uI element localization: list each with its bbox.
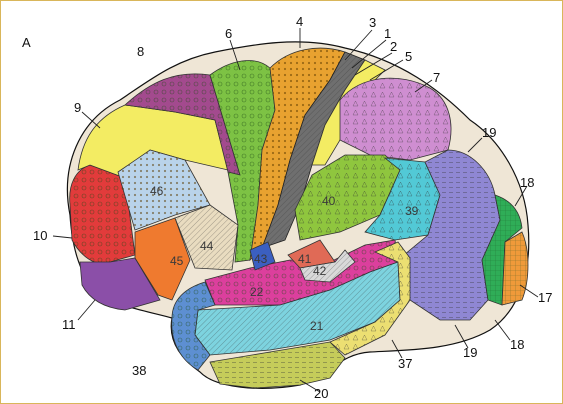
label-area-19-bottom: 19 [463,345,477,360]
label-area-45: 45 [170,254,184,268]
label-area-6: 6 [225,26,232,41]
label-area-9: 9 [74,100,81,115]
label-area-41: 41 [298,252,312,266]
label-area-46: 46 [150,184,164,198]
label-area-44: 44 [200,239,214,253]
label-area-37: 37 [398,356,412,371]
label-area-3: 3 [369,15,376,30]
label-area-38: 38 [132,363,146,378]
label-area-21: 21 [310,319,324,333]
label-area-17: 17 [538,290,552,305]
label-area-22: 22 [250,285,264,299]
label-area-43: 43 [254,252,268,266]
label-area-18-top: 18 [520,175,534,190]
label-area-18-bottom: 18 [510,337,524,352]
label-area-4: 4 [296,14,303,29]
label-area-40: 40 [322,194,336,208]
label-area-19-top: 19 [482,125,496,140]
label-area-5: 5 [405,49,412,64]
label-area-11: 11 [62,317,76,332]
label-area-20: 20 [314,386,328,401]
label-area-10: 10 [33,228,47,243]
panel-letter: A [22,35,31,50]
label-area-8: 8 [137,44,144,59]
label-area-39: 39 [405,204,419,218]
label-area-7: 7 [433,70,440,85]
label-area-42: 42 [313,264,327,278]
label-area-2: 2 [390,39,397,54]
